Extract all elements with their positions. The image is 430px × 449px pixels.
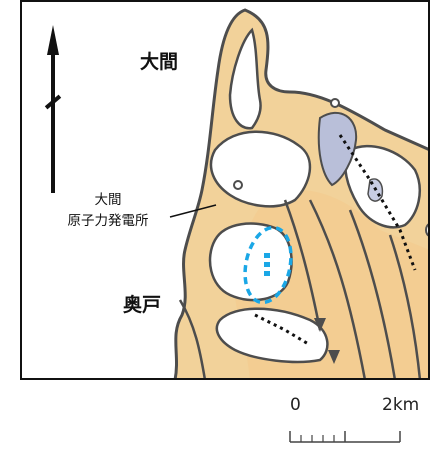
- small-island: [330, 98, 340, 108]
- flow-arrowhead: [328, 350, 340, 364]
- interior-white-okudo: [208, 222, 293, 302]
- scale-start-label: 0: [290, 395, 301, 415]
- map-border: [20, 0, 430, 380]
- river-line: [348, 209, 397, 381]
- place-label-power-plant-line1: 大間: [94, 192, 122, 208]
- north-arrow-icon: [44, 25, 62, 193]
- highlight-marker: [264, 262, 270, 267]
- dotted-lineament: [338, 134, 417, 271]
- place-label-power-plant: 大間 原子力発電所: [38, 190, 178, 232]
- river-line: [178, 299, 207, 381]
- leader-line: [169, 204, 217, 218]
- wetland-area: [317, 111, 358, 187]
- interior-white-south: [215, 307, 329, 364]
- scale-bar-graphic: [289, 431, 401, 443]
- place-label-oma: 大間: [140, 51, 179, 73]
- flow-arrowhead: [314, 318, 326, 332]
- river-line: [283, 199, 322, 331]
- small-island: [233, 180, 243, 190]
- place-label-okudo: 奥戸: [123, 294, 162, 316]
- highlight-marker: [264, 271, 270, 276]
- highlight-ellipse: [243, 225, 293, 305]
- river-line: [308, 199, 367, 381]
- map-frame: [20, 0, 430, 382]
- highlight-marker: [264, 253, 270, 258]
- river-line: [388, 234, 422, 381]
- scale-bar-icon: 0 2km: [280, 395, 430, 449]
- scale-end-label: 2km: [382, 395, 420, 415]
- interior-white-north: [228, 27, 262, 130]
- place-label-power-plant-line2: 原子力発電所: [67, 213, 149, 229]
